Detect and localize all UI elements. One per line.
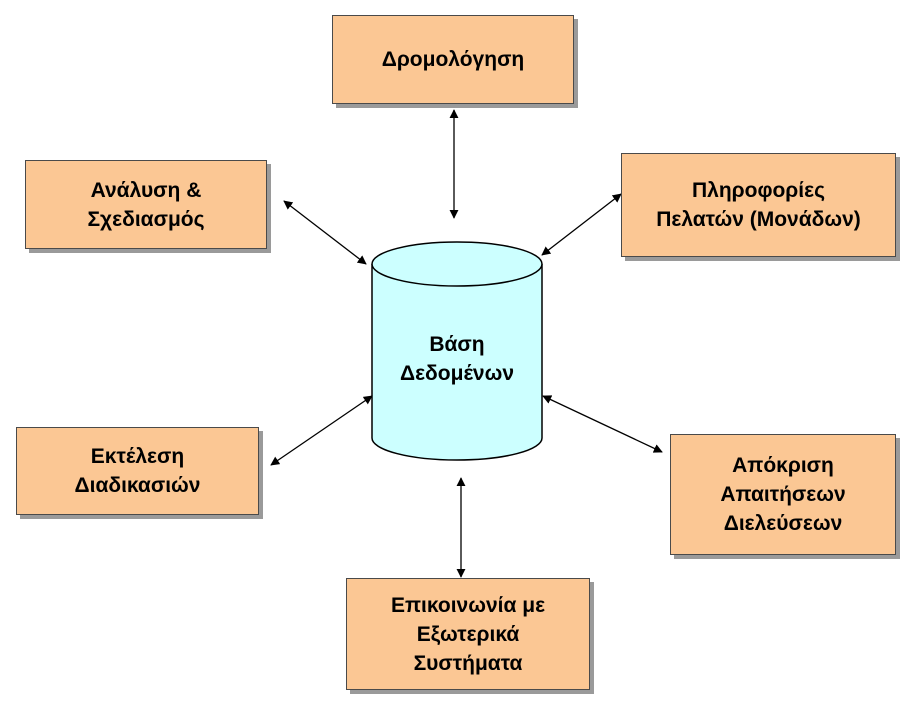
node-analysis-design: Ανάλυση & Σχεδιασμός bbox=[25, 160, 267, 249]
node-process-execution-label: Εκτέλεση Διαδικασιών bbox=[74, 445, 201, 497]
node-analysis-design-label: Ανάλυση & Σχεδιασμός bbox=[87, 178, 205, 231]
node-process-execution: Εκτέλεση Διαδικασιών bbox=[16, 427, 259, 515]
node-external-systems-label: Επικοινωνία με Εξωτερικά Συστήματα bbox=[390, 593, 546, 675]
arrow-right1 bbox=[541, 193, 622, 256]
node-customer-info: Πληροφορίες Πελατών (Μονάδων) bbox=[621, 153, 896, 257]
node-external-systems: Επικοινωνία με Εξωτερικά Συστήματα bbox=[346, 578, 590, 690]
database-cylinder bbox=[371, 241, 543, 461]
node-routing: Δρομολόγηση bbox=[332, 15, 574, 104]
node-routing-label: Δρομολόγηση bbox=[381, 48, 525, 71]
arrow-left2 bbox=[270, 395, 373, 466]
database-label: Βάση Δεδομένων bbox=[399, 333, 515, 385]
node-transit-requests: Απόκριση Απαιτήσεων Διελεύσεων bbox=[670, 434, 896, 555]
node-transit-requests-label: Απόκριση Απαιτήσεων Διελεύσεων bbox=[720, 454, 846, 535]
arrow-left1 bbox=[283, 200, 367, 265]
node-customer-info-label: Πληροφορίες Πελατών (Μονάδων) bbox=[656, 179, 861, 231]
arrow-right2 bbox=[542, 395, 663, 453]
